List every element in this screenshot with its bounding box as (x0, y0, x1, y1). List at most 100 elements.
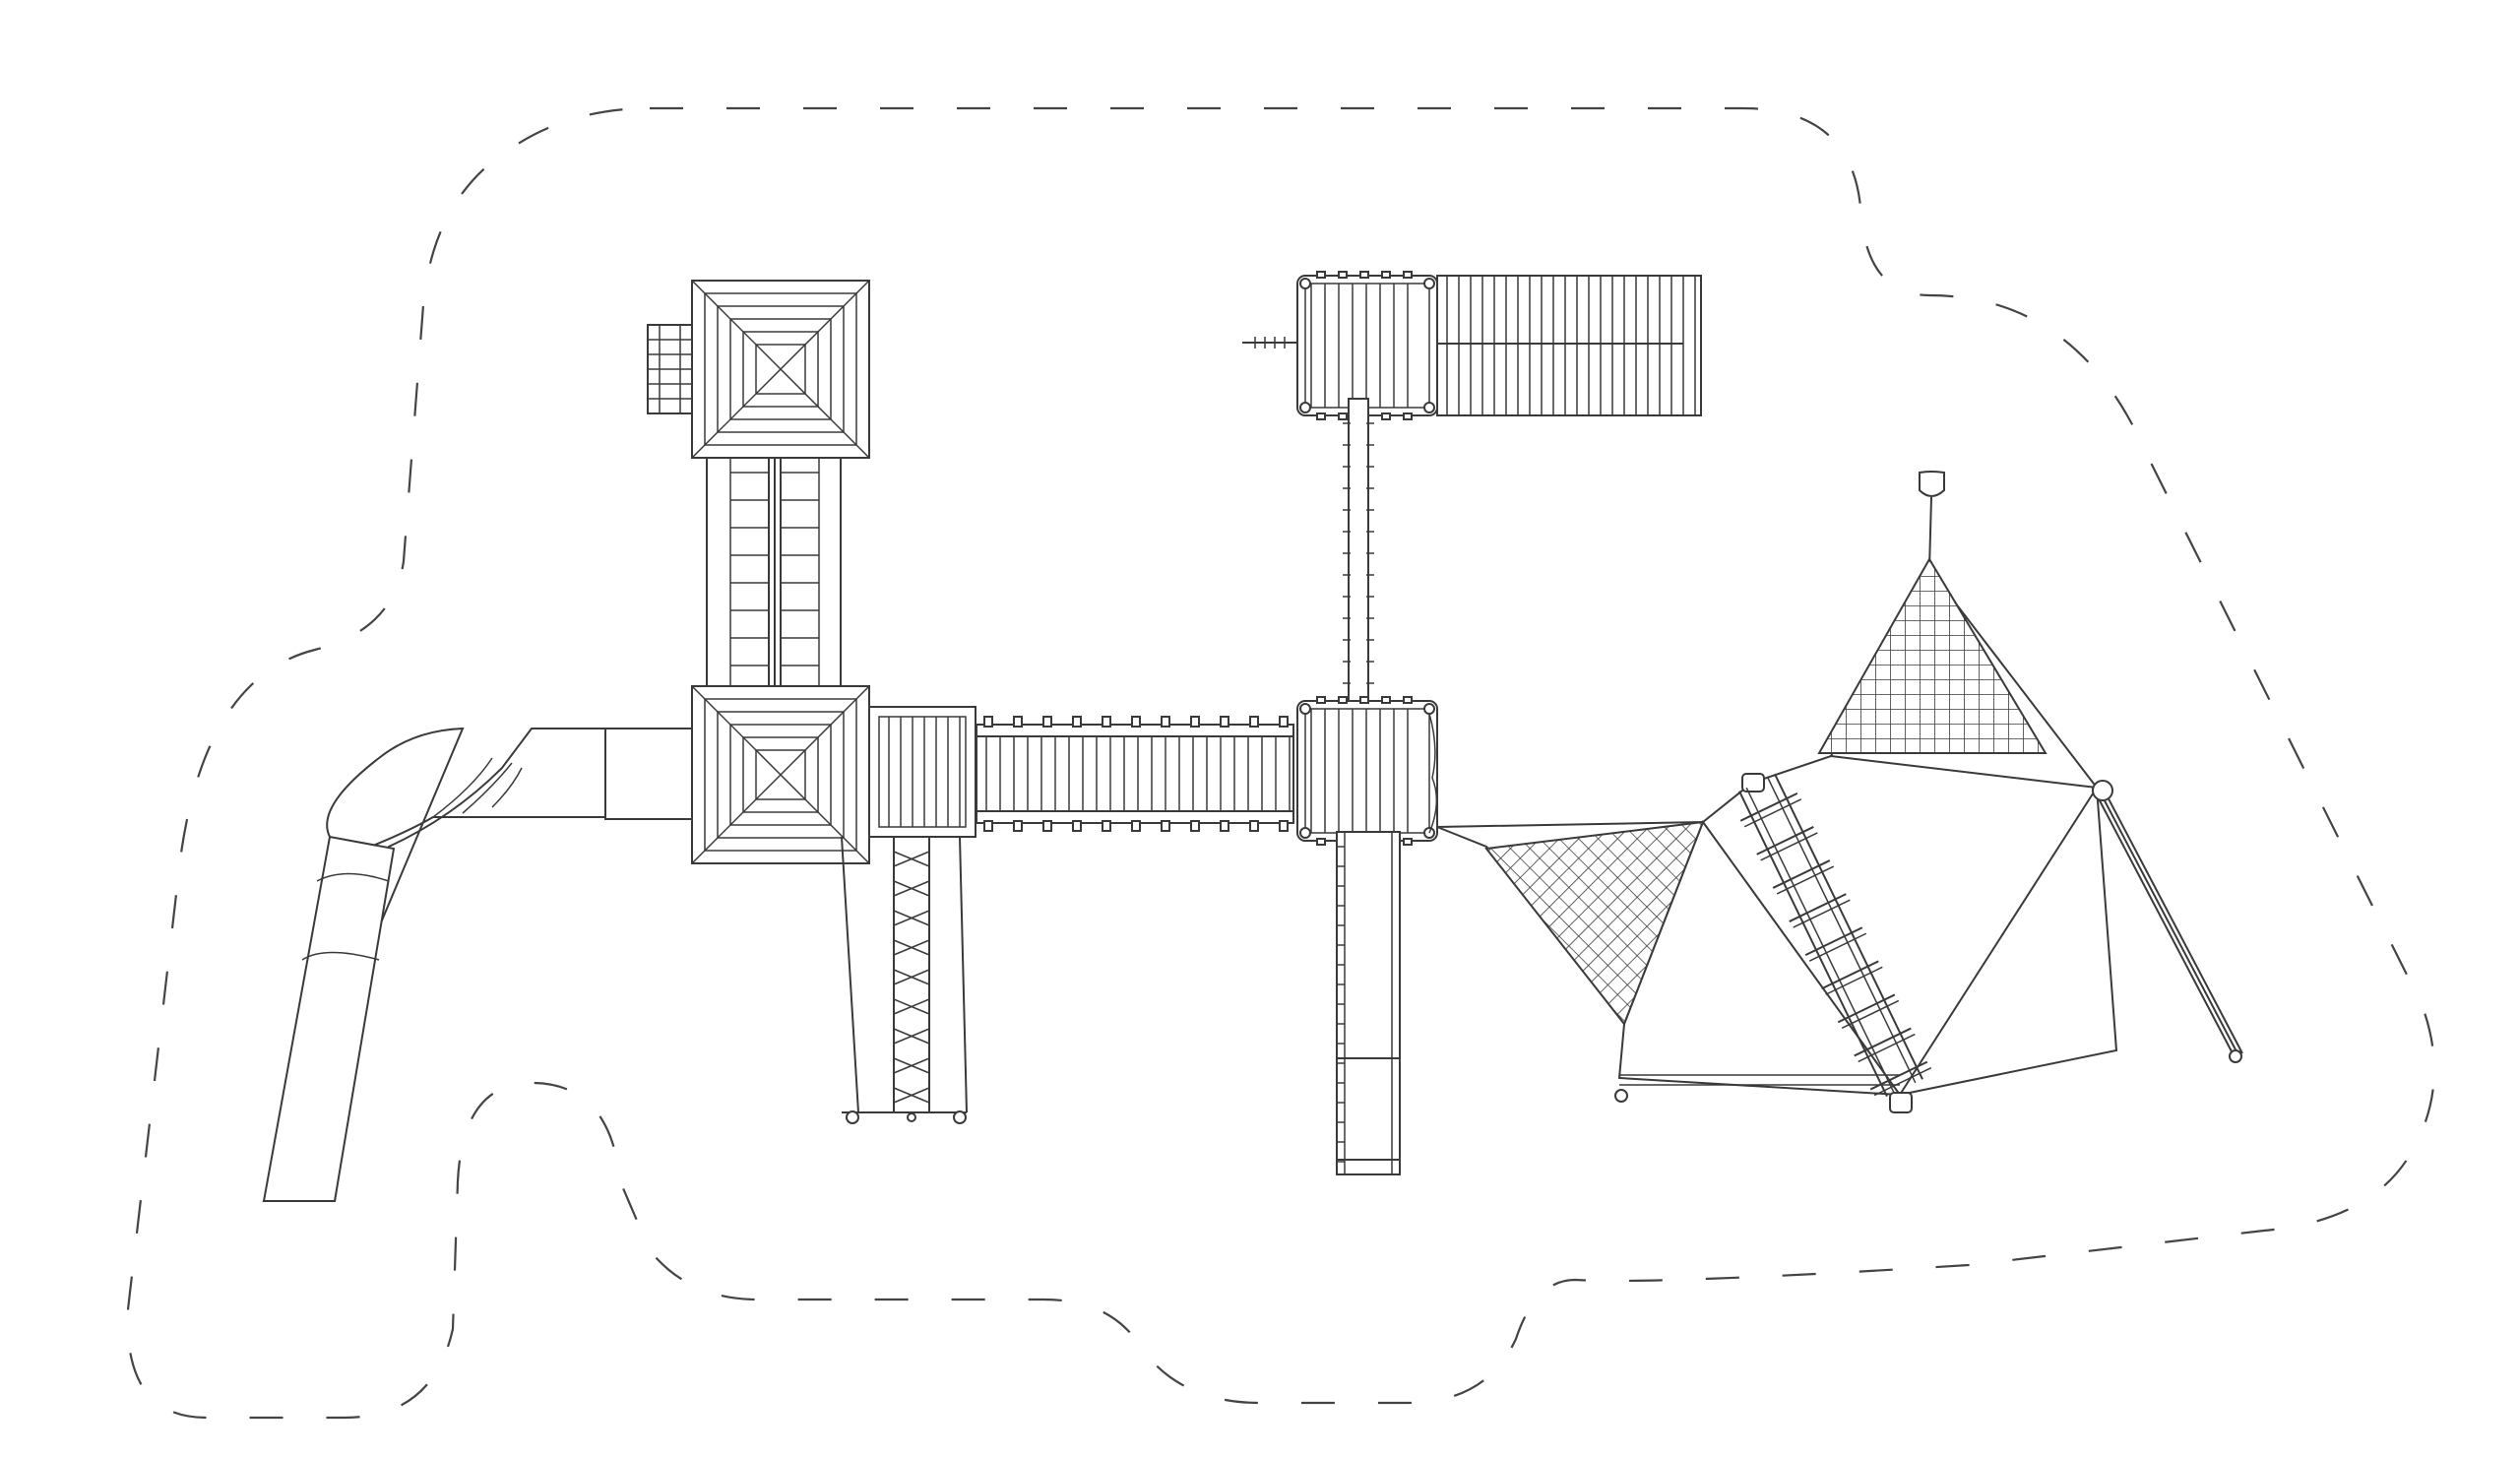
deck-edge-post (1359, 271, 1369, 279)
ladder-rung (1873, 1066, 1932, 1097)
bridge-post (1102, 820, 1111, 832)
ladder-rail (1767, 777, 1917, 1084)
tower-roof-ring (704, 292, 857, 446)
climbing-wall (706, 457, 842, 687)
climber-rung (893, 939, 930, 956)
deck-edge-post (1316, 271, 1326, 279)
deck-top (1242, 271, 1438, 420)
bridge-post (1042, 716, 1052, 728)
bridge-post (1190, 716, 1200, 728)
tower-roof-ring (755, 344, 806, 395)
tower-roof-ring (729, 318, 832, 420)
ladder-rung (1760, 832, 1818, 861)
bridge-post (1220, 820, 1229, 832)
bridge-post (1013, 820, 1023, 832)
tower-roof-ring (717, 305, 845, 433)
bridge-post (1249, 716, 1259, 728)
ladder-rung (1743, 798, 1802, 828)
bridge-post (1072, 716, 1082, 728)
bridge-post (1131, 716, 1141, 728)
deck-bolt (1423, 402, 1435, 413)
bridge-post (983, 716, 993, 728)
bridge-post (1013, 716, 1023, 728)
ladder-rung (1756, 826, 1814, 856)
step-deck (868, 706, 976, 838)
ladder-rung (1854, 1027, 1912, 1057)
deck-edge-post (1381, 696, 1391, 704)
deck-edge-post (1359, 696, 1369, 704)
bridge-post (1190, 820, 1200, 832)
ladder-rung (1841, 999, 1900, 1030)
bridge-post (1131, 820, 1141, 832)
deck-edge-post (1381, 412, 1391, 420)
climbing-ladder-lower (841, 836, 968, 1124)
deck-edge-post (1381, 271, 1391, 279)
deck-bolt (1423, 703, 1435, 715)
bridge-post (1161, 820, 1170, 832)
ladder-rail (1774, 773, 1923, 1080)
bridge (976, 716, 1294, 832)
bridge-post (1279, 820, 1289, 832)
deck-bolt (1299, 278, 1311, 289)
swing-beam (1343, 398, 1374, 705)
bridge-post (1072, 820, 1082, 832)
climber-rung (893, 1087, 930, 1104)
climber-rung (893, 910, 930, 926)
bridge-post (1220, 716, 1229, 728)
climber-rung (893, 998, 930, 1015)
roof-panel (1436, 275, 1702, 416)
bridge-post (1161, 716, 1170, 728)
climber-rung (893, 880, 930, 897)
deck-bolt (1423, 278, 1435, 289)
deck-bolt (1299, 402, 1311, 413)
ladder-rung (1821, 960, 1879, 990)
ladder-rung (1772, 859, 1831, 889)
deck-bolt (1299, 827, 1311, 839)
ladder-rail (1738, 791, 1888, 1098)
tower-roof-ring (704, 698, 857, 852)
deck-edge-post (1316, 838, 1326, 846)
deck-edge-post (1403, 412, 1413, 420)
bridge-post (1249, 820, 1259, 832)
deck-edge-post (1338, 412, 1348, 420)
deck-edge-post (1338, 696, 1348, 704)
deck-edge-post (1316, 412, 1326, 420)
deck-bolt (1299, 703, 1311, 715)
deck-edge-post (1403, 271, 1413, 279)
ladder-rung (1808, 932, 1867, 962)
ladder-rung (1837, 993, 1896, 1024)
bridge-post (983, 820, 993, 832)
ladder-rung (1789, 893, 1847, 922)
bridge-post (1042, 820, 1052, 832)
climber-rung (893, 1057, 930, 1074)
ladder (1738, 773, 1932, 1098)
ladder-rung (1804, 926, 1863, 957)
ladder-rung (1858, 1033, 1916, 1063)
ladder-rung (1739, 792, 1798, 822)
rope-net (1436, 471, 2243, 1113)
tower-roof-ring (729, 724, 832, 826)
tube-slide (262, 727, 695, 1202)
tower-roof-ridge (691, 280, 870, 459)
deck-edge-post (1316, 696, 1326, 704)
ladder-rung (1825, 966, 1883, 995)
ladder-rail (1745, 787, 1895, 1094)
climber-rung (893, 1028, 930, 1045)
ladder-rung (1793, 899, 1851, 928)
ladder-rung (1869, 1060, 1928, 1091)
ladder-stub (647, 324, 693, 414)
tower-roof-ridge (691, 685, 870, 864)
tower-roof-ring (755, 749, 806, 800)
tower-roof-ring (717, 711, 845, 839)
ladder-rung (1776, 865, 1835, 895)
deck-edge-post (1338, 271, 1348, 279)
bridge-post (1102, 716, 1111, 728)
straight-slide (1336, 831, 1401, 1175)
tower-roof-ring (742, 736, 819, 813)
deck-edge-post (1403, 838, 1413, 846)
tower-roof-ring (742, 331, 819, 408)
safety-zone-boundary (126, 106, 2435, 1420)
bridge-post (1279, 716, 1289, 728)
